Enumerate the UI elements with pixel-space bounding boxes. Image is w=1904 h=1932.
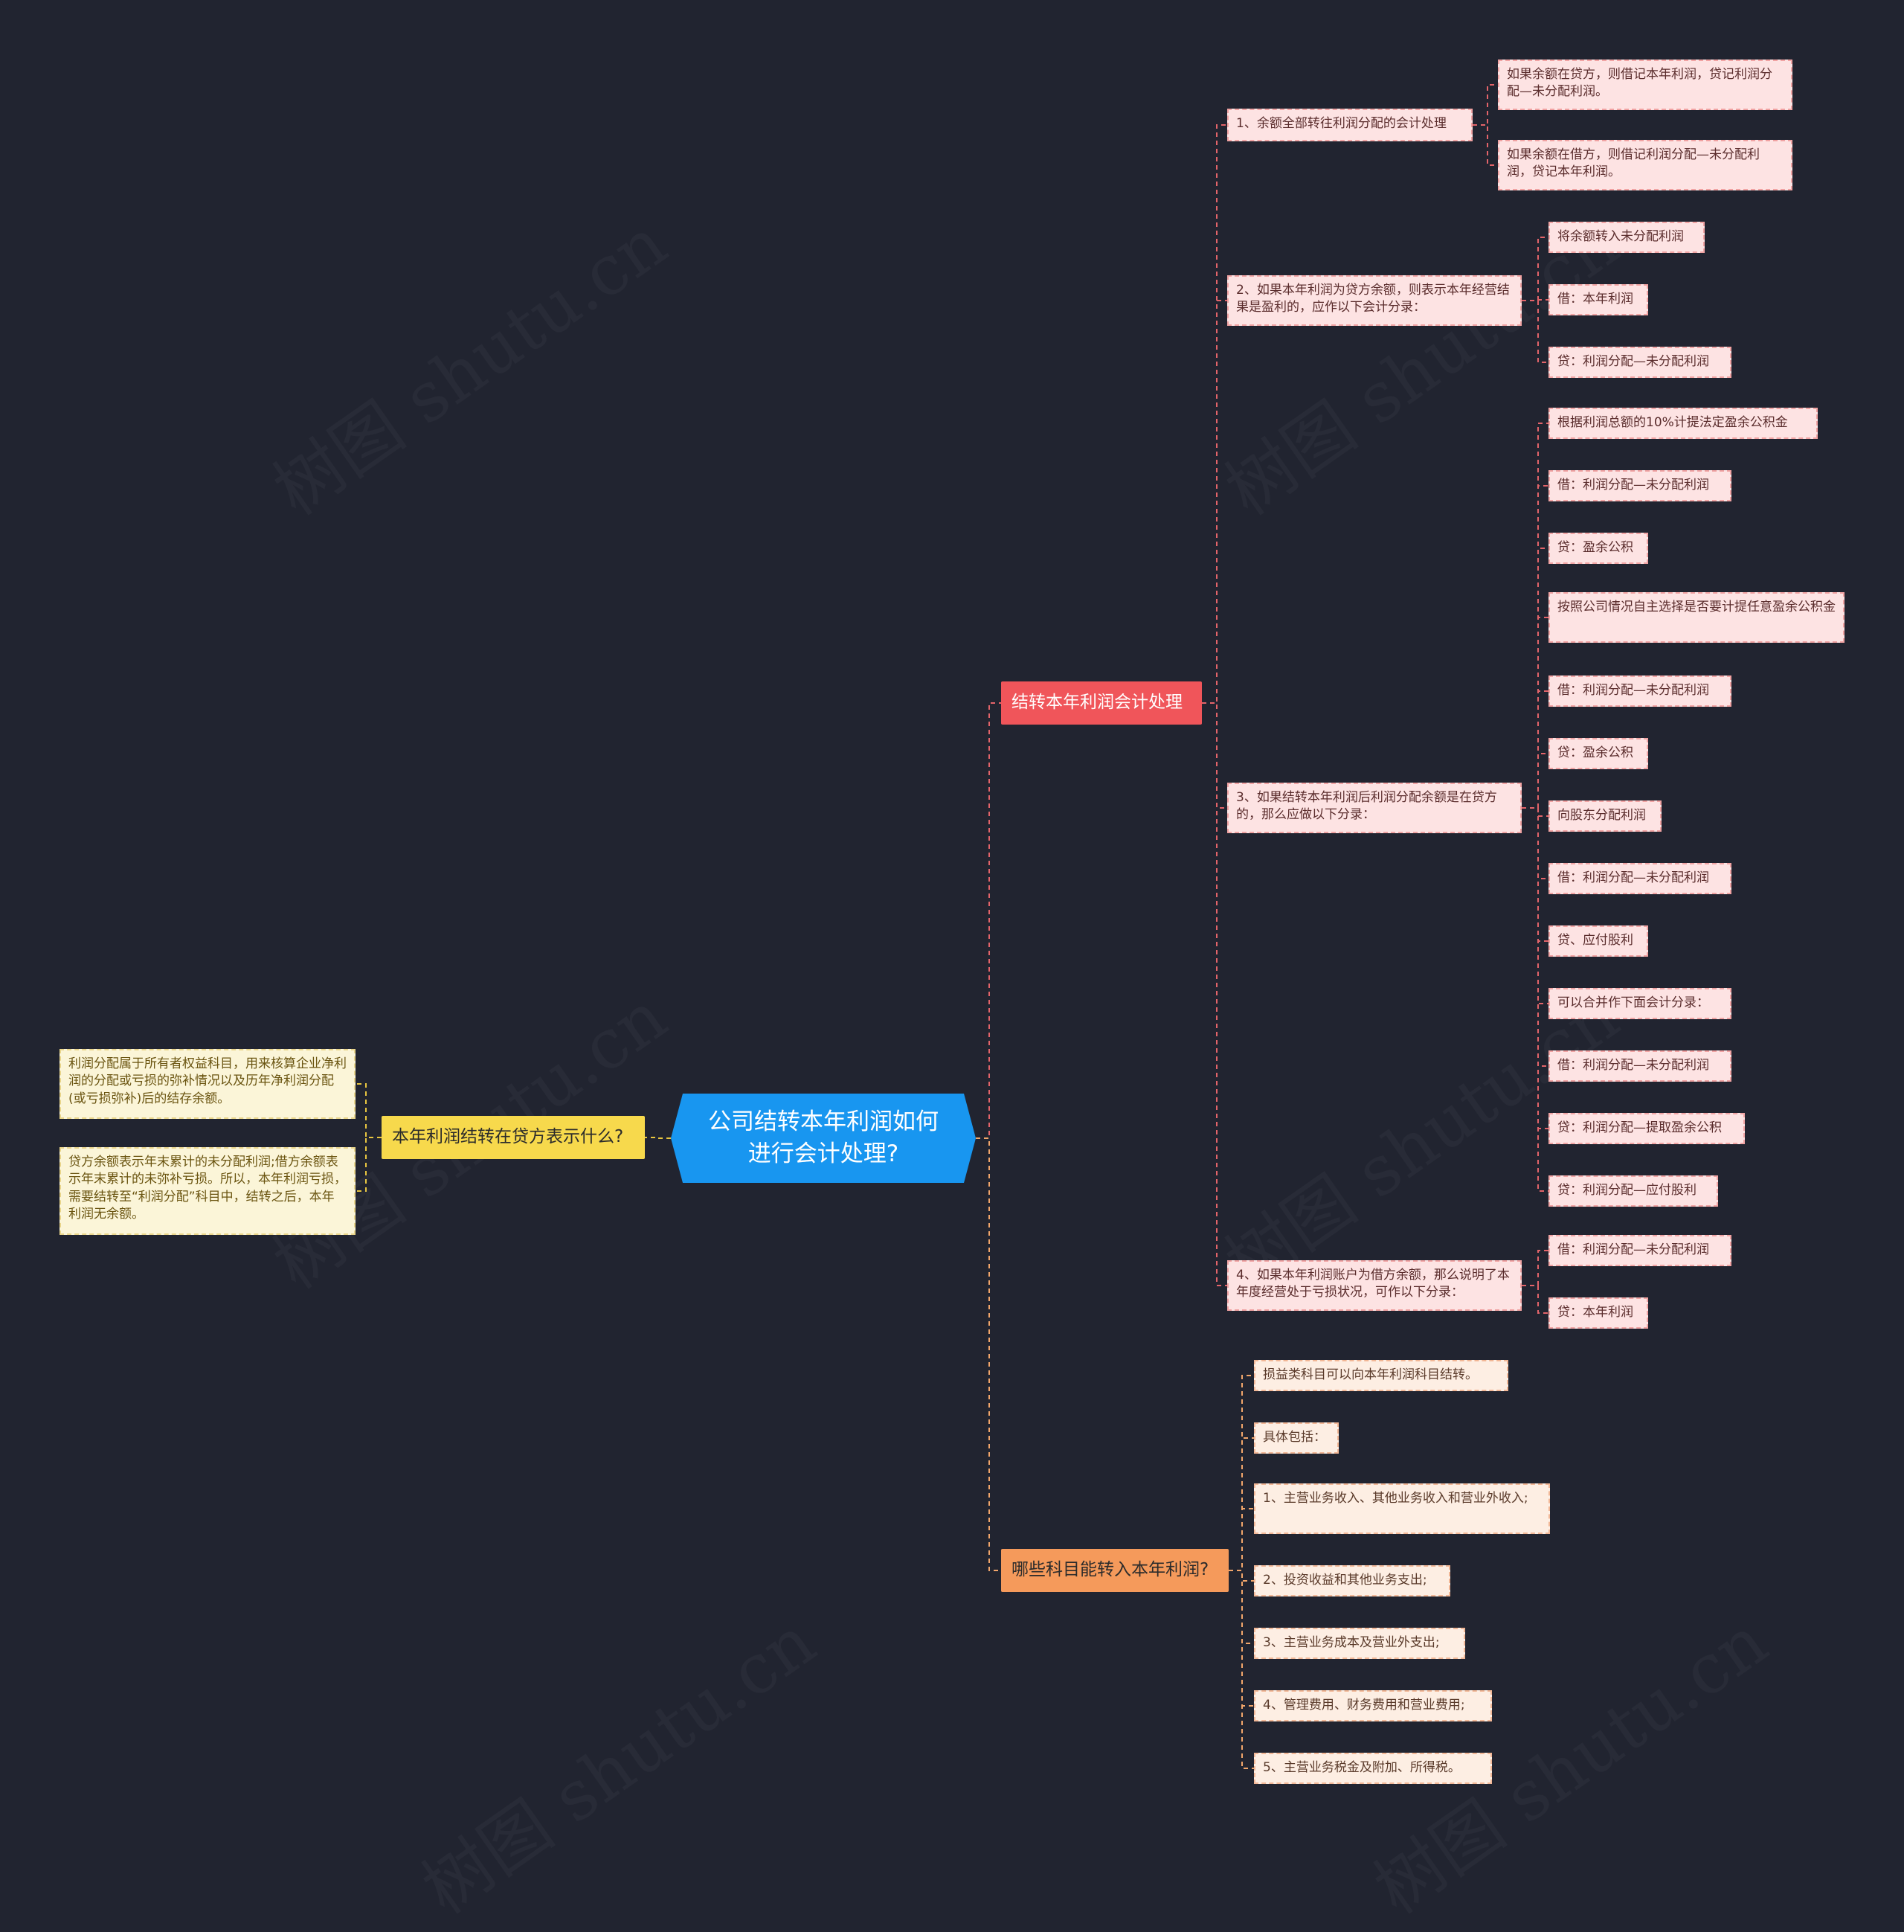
leaf-s3-5[interactable]: 贷：盈余公积 bbox=[1548, 738, 1648, 769]
leaf-s3-0[interactable]: 根据利润总额的10%计提法定盈余公积金 bbox=[1548, 408, 1818, 439]
leaf-s4-1[interactable]: 贷：本年利润 bbox=[1548, 1297, 1648, 1329]
connector-line bbox=[1202, 124, 1227, 704]
connector-line bbox=[1522, 807, 1548, 1129]
connector-line bbox=[1473, 124, 1498, 166]
connector-line bbox=[1522, 548, 1548, 809]
leaf-b2-1[interactable]: 具体包括： bbox=[1254, 1422, 1339, 1454]
connector-line bbox=[356, 1083, 382, 1138]
connector-line bbox=[976, 702, 1001, 1139]
leaf-s3-4[interactable]: 借：利润分配—未分配利润 bbox=[1548, 675, 1731, 707]
connector-line bbox=[1522, 807, 1548, 817]
connector-line bbox=[1522, 1250, 1548, 1286]
connector-line bbox=[1229, 1570, 1254, 1769]
topic-year-end-accounting[interactable]: 结转本年利润会计处理 bbox=[1001, 681, 1202, 725]
root-topic-label: 公司结转本年利润如何进行会计处理? bbox=[708, 1108, 939, 1167]
sub-topic-3[interactable]: 3、如果结转本年利润后利润分配余额是在贷方的，那么应做以下分录： bbox=[1227, 783, 1522, 833]
connector-line bbox=[1202, 702, 1227, 1286]
connector-line bbox=[1522, 807, 1548, 1004]
leaf-b2-2[interactable]: 1、主营业务收入、其他业务收入和营业外收入; bbox=[1254, 1483, 1550, 1534]
leaf-s2-0[interactable]: 将余额转入未分配利润 bbox=[1548, 222, 1705, 253]
leaf-s3-8[interactable]: 贷、应付股利 bbox=[1548, 925, 1648, 957]
connector-line bbox=[1522, 807, 1548, 942]
leaf-s3-3[interactable]: 按照公司情况自主选择是否要计提任意盈余公积金 bbox=[1548, 592, 1844, 643]
leaf-s1-0[interactable]: 如果余额在贷方，则借记本年利润，贷记利润分配—未分配利润。 bbox=[1498, 60, 1792, 110]
connector-line bbox=[1522, 807, 1548, 1067]
topic-which-accounts[interactable]: 哪些科目能转入本年利润? bbox=[1001, 1549, 1229, 1592]
sub-topic-2[interactable]: 2、如果本年利润为贷方余额，则表示本年经营结果是盈利的，应作以下会计分录： bbox=[1227, 275, 1522, 326]
topic-credit-meaning[interactable]: 本年利润结转在贷方表示什么? bbox=[382, 1116, 645, 1159]
note-credit-balance[interactable]: 贷方余额表示年末累计的未分配利润;借方余额表示年末累计的未弥补亏损。所以，本年利… bbox=[60, 1147, 356, 1235]
leaf-b2-6[interactable]: 5、主营业务税金及附加、所得税。 bbox=[1254, 1753, 1492, 1784]
connector-line bbox=[976, 1137, 1001, 1571]
connector-line bbox=[1473, 84, 1498, 126]
connector-line bbox=[1202, 702, 1227, 809]
leaf-s2-1[interactable]: 借：本年利润 bbox=[1548, 284, 1648, 315]
note-profit-distribution[interactable]: 利润分配属于所有者权益科目，用来核算企业净利润的分配或亏损的弥补情况以及历年净利… bbox=[60, 1049, 356, 1119]
leaf-s2-2[interactable]: 贷：利润分配—未分配利润 bbox=[1548, 347, 1731, 378]
leaf-b2-5[interactable]: 4、管理费用、财务费用和营业费用; bbox=[1254, 1690, 1492, 1721]
connector-line bbox=[1202, 300, 1227, 704]
connector-line bbox=[1522, 617, 1548, 809]
connector-line bbox=[645, 1137, 671, 1139]
leaf-s4-0[interactable]: 借：利润分配—未分配利润 bbox=[1548, 1235, 1731, 1266]
topic-label: 结转本年利润会计处理 bbox=[1012, 693, 1183, 713]
topic-label: 哪些科目能转入本年利润? bbox=[1012, 1560, 1209, 1580]
leaf-b2-4[interactable]: 3、主营业务成本及营业外支出; bbox=[1254, 1628, 1465, 1659]
topic-label: 本年利润结转在贷方表示什么? bbox=[392, 1127, 624, 1147]
connector-line bbox=[1522, 1285, 1548, 1314]
connector-line bbox=[1229, 1437, 1254, 1571]
leaf-s3-11[interactable]: 贷：利润分配—提取盈余公积 bbox=[1548, 1113, 1745, 1144]
connector-line bbox=[1522, 753, 1548, 809]
connector-line bbox=[1522, 300, 1548, 363]
leaf-s3-7[interactable]: 借：利润分配—未分配利润 bbox=[1548, 863, 1731, 894]
leaf-s3-1[interactable]: 借：利润分配—未分配利润 bbox=[1548, 470, 1731, 501]
connector-line bbox=[356, 1137, 382, 1192]
connector-line bbox=[1229, 1508, 1254, 1571]
connector-line bbox=[1522, 690, 1548, 809]
leaf-s3-2[interactable]: 贷：盈余公积 bbox=[1548, 533, 1648, 564]
connector-lines bbox=[356, 84, 1548, 1769]
connector-line bbox=[1522, 237, 1548, 301]
leaf-s1-1[interactable]: 如果余额在借方，则借记利润分配—未分配利润，贷记本年利润。 bbox=[1498, 140, 1792, 190]
connector-line bbox=[1522, 485, 1548, 809]
leaf-s3-12[interactable]: 贷：利润分配—应付股利 bbox=[1548, 1175, 1718, 1207]
leaf-s3-10[interactable]: 借：利润分配—未分配利润 bbox=[1548, 1050, 1731, 1082]
sub-topic-1[interactable]: 1、余额全部转往利润分配的会计处理 bbox=[1227, 109, 1473, 141]
leaf-b2-0[interactable]: 损益类科目可以向本年利润科目结转。 bbox=[1254, 1360, 1508, 1391]
connector-line bbox=[1522, 423, 1548, 809]
leaf-b2-3[interactable]: 2、投资收益和其他业务支出; bbox=[1254, 1565, 1450, 1596]
sub-topic-4[interactable]: 4、如果本年利润账户为借方余额，那么说明了本年度经营处于亏损状况，可作以下分录： bbox=[1227, 1260, 1522, 1311]
leaf-s3-9[interactable]: 可以合并作下面会计分录： bbox=[1548, 988, 1731, 1019]
connector-line bbox=[1522, 807, 1548, 1192]
connector-line bbox=[1522, 807, 1548, 879]
mind-map-canvas: 树图 shutu.cn 树图 shutu.cn 树图 shutu.cn 树图 s… bbox=[60, 60, 1844, 1784]
leaf-s3-6[interactable]: 向股东分配利润 bbox=[1548, 800, 1662, 832]
root-topic[interactable]: 公司结转本年利润如何进行会计处理? bbox=[671, 1094, 976, 1183]
